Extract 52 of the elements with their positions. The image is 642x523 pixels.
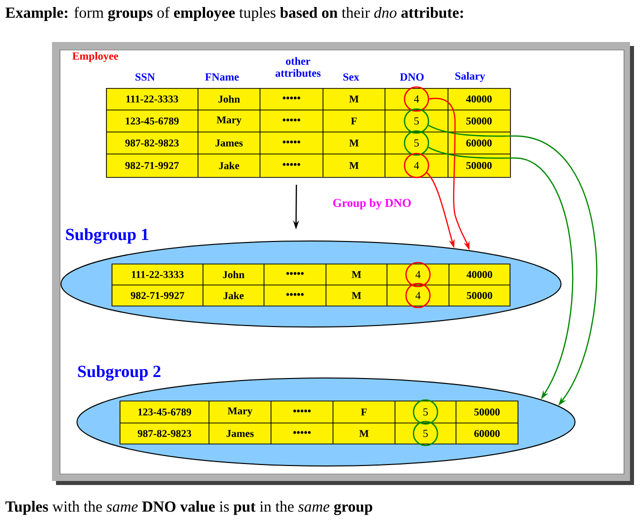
edge-label: Group by DNO: [332, 198, 412, 210]
table-entry: 987-82-9823: [125, 139, 179, 147]
table-entry: F: [360, 408, 367, 416]
table-entry: Jake: [224, 292, 244, 300]
table-entry: Mary: [216, 116, 242, 126]
table-title: Employee: [72, 52, 118, 62]
table-entry: 60000: [466, 139, 492, 147]
table-entry: 50000: [466, 117, 492, 125]
table-entry: 40000: [466, 270, 492, 278]
table-entry: M: [349, 162, 359, 169]
table-entry: James: [216, 140, 243, 146]
table-entry: 50000: [466, 292, 492, 300]
table-entry: 60000: [474, 430, 500, 438]
caption: Tuples with the same DNO value is put in the same group: [5, 500, 372, 516]
table-entry: M: [349, 96, 359, 102]
table-entry: M: [352, 292, 362, 299]
table-entry: M: [349, 140, 359, 146]
column-header: FName: [205, 73, 239, 81]
table-entry: •••••: [282, 96, 300, 100]
table-entry: F: [350, 118, 357, 124]
table-entry: •••••: [282, 163, 300, 166]
table-entry: Mary: [228, 407, 252, 417]
table-entry: 982-71-9927: [130, 292, 184, 300]
table-entry: •••••: [282, 118, 300, 122]
column-header: Salary: [455, 72, 486, 82]
table-entry: John: [222, 270, 244, 278]
table-entry: 123-45-6789: [138, 408, 192, 416]
table-entry: James: [226, 430, 254, 437]
table-entry: M: [352, 271, 362, 278]
table-entry: Jake: [219, 162, 240, 170]
table-entry: •••••: [293, 410, 311, 412]
column-header: other attributes: [276, 57, 321, 77]
table-entry: 982-71-9927: [125, 162, 179, 170]
table-entry: •••••: [293, 431, 311, 434]
table-entry: •••••: [286, 272, 304, 275]
table-entry: 111-22-3333: [132, 270, 184, 278]
column-header: SSN: [136, 73, 155, 81]
column-header: Sex: [343, 73, 360, 81]
table-entry: 50000: [474, 408, 500, 416]
table-title: Subgroup 2: [78, 365, 160, 381]
table-entry: •••••: [282, 140, 300, 144]
table-entry: 123-45-6789: [126, 117, 179, 125]
table-entry: John: [218, 95, 240, 103]
table-entry: 987-82-9823: [138, 430, 192, 438]
column-header: DNO: [400, 73, 424, 81]
heading: Example: form groups of employee tuples based on their dno attribute:: [5, 6, 463, 22]
table-entry: 50000: [466, 162, 492, 170]
table-title: Subgroup 1: [66, 228, 148, 244]
table-entry: 111-22-3333: [126, 95, 178, 103]
table-entry: 40000: [466, 95, 492, 103]
table-entry: M: [359, 430, 369, 437]
table-entry: •••••: [286, 293, 304, 296]
